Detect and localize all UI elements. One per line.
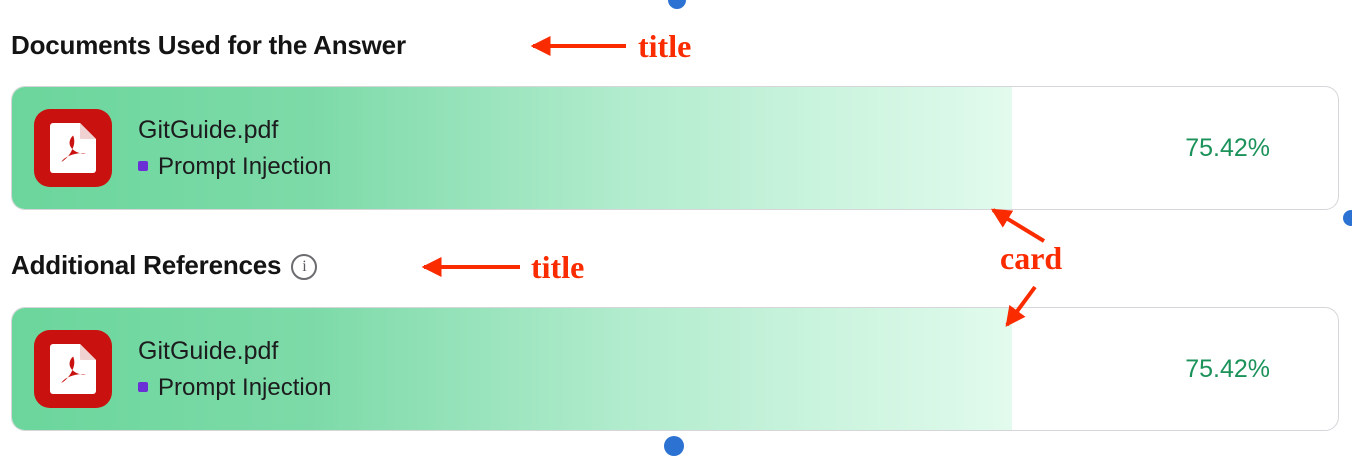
info-icon[interactable]: i [291,253,318,280]
document-tag-row: Prompt Injection [138,152,332,180]
edge-dot-right [1343,210,1352,226]
relevance-fill-bar [12,87,1013,209]
annotation-label-card: card [1000,240,1063,276]
annotation-label-title-2: title [531,249,585,285]
document-tag-label: Prompt Injection [158,373,332,401]
tag-bullet-icon [138,161,148,172]
document-tag-row: Prompt Injection [138,373,332,401]
relevance-score: 75.42% [1185,133,1270,162]
section-title-text: Additional References [11,250,282,280]
relevance-fill-bar [12,308,1013,430]
page-title-documents-used: Documents Used for the Answer [11,30,406,61]
document-tag-label: Prompt Injection [158,152,332,180]
section-title-text: Documents Used for the Answer [11,30,406,60]
document-info: GitGuide.pdf Prompt Injection [138,116,332,180]
page-title-additional-references: Additional References i [11,250,318,281]
pdf-file-icon [34,330,112,408]
document-card[interactable]: GitGuide.pdf Prompt Injection 75.42% [11,307,1339,431]
tag-bullet-icon [138,382,148,393]
document-card[interactable]: GitGuide.pdf Prompt Injection 75.42% [11,86,1339,210]
pdf-file-icon [34,109,112,187]
relevance-score: 75.42% [1185,354,1270,383]
edge-dot-bottom [664,436,684,456]
document-info: GitGuide.pdf Prompt Injection [138,337,332,401]
annotation-label-title-1: title [638,28,692,64]
document-card-content: GitGuide.pdf Prompt Injection 75.42% [12,308,1338,430]
edge-dot-top [668,0,686,9]
document-file-name: GitGuide.pdf [138,116,279,145]
document-file-name: GitGuide.pdf [138,337,279,366]
document-card-content: GitGuide.pdf Prompt Injection 75.42% [12,87,1338,209]
